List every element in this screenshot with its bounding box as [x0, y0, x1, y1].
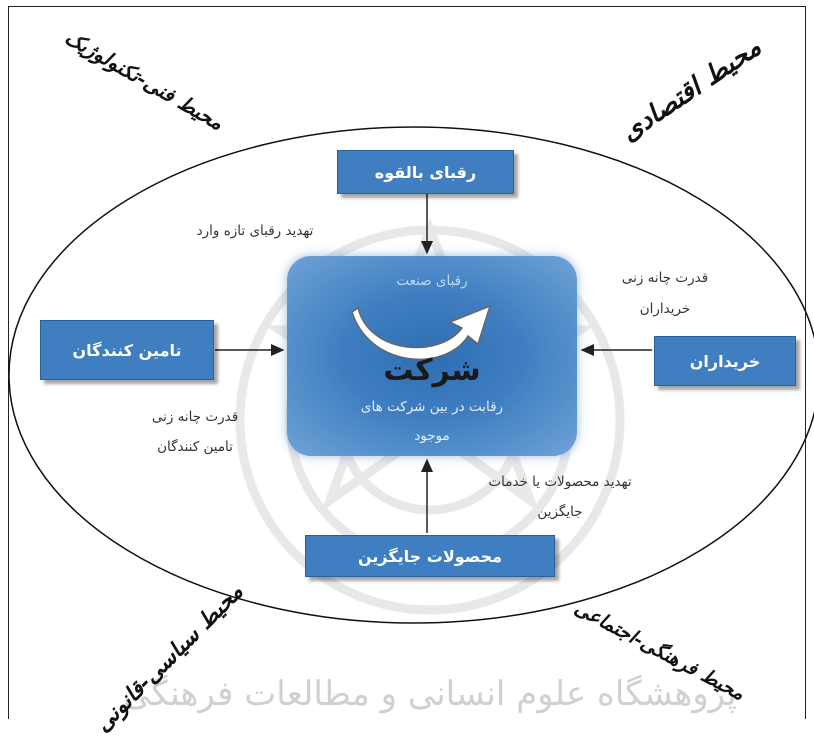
rivalry-line2: موجود	[414, 428, 450, 444]
substitute-threat-line2: جایگزین	[537, 504, 583, 520]
potential-rivals-box: رقبای بالقوه	[337, 150, 514, 194]
industry-rivals-label: رقبای صنعت	[396, 273, 468, 289]
buyer-power-line1: قدرت چانه زنی	[621, 270, 709, 286]
substitute-threat-line1: تهدید محصولات یا خدمات	[488, 474, 632, 490]
company-label: شرکت	[383, 353, 481, 388]
buyer-power-line2: خریداران	[639, 301, 691, 317]
diagram-frame	[8, 6, 806, 719]
watermark-text: پژوهشگاه علوم انسانی و مطالعات فرهنگی	[123, 674, 737, 714]
buyers-box: خریداران	[654, 336, 796, 386]
supplier-power-line1: قدرت چانه زنی	[151, 409, 239, 425]
market-ellipse	[8, 126, 814, 624]
supplier-power-line2: تامین کنندگان	[157, 439, 233, 455]
substitutes-box: محصولات جایگزین	[305, 535, 555, 577]
new-entrants-threat-label: تهدید رقبای تازه وارد	[196, 223, 314, 239]
suppliers-box: تامین کنندگان	[40, 320, 214, 380]
rivalry-line1: رقابت در بین شرکت های	[360, 399, 504, 415]
rivalry-cycle-arrow	[351, 304, 492, 360]
